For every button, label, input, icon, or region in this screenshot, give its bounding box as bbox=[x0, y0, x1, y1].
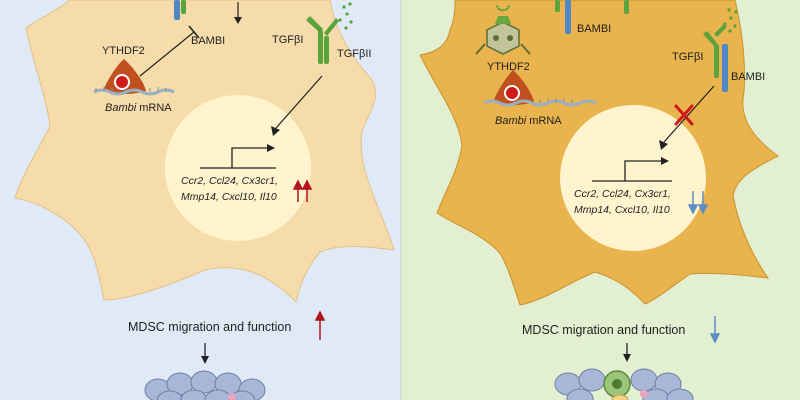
left-bambi-mrna bbox=[93, 88, 175, 96]
left-bambi-label: BAMBI bbox=[191, 35, 225, 47]
left-down-arrowhead bbox=[201, 356, 209, 364]
left-bambi-mrna-ticks bbox=[95, 87, 167, 92]
right-m6a-dot bbox=[504, 85, 520, 101]
left-signal-arrowhead bbox=[271, 126, 280, 136]
left-tgfb1-receptor bbox=[318, 30, 323, 64]
right-promoter-arrowhead bbox=[661, 157, 669, 165]
left-bambi-receptor-green bbox=[181, 0, 186, 14]
right-bambi-mrna-ticks bbox=[539, 98, 573, 103]
left-top-arrowhead bbox=[234, 17, 242, 24]
right-bambi-receptor-label: BAMBI bbox=[731, 71, 765, 83]
right-blocked-signal-arrow bbox=[663, 85, 715, 143]
right-genes-line1: Ccr2, Ccl24, Cx3cr1, bbox=[574, 188, 671, 200]
left-bambi-inhibition-bar bbox=[188, 25, 200, 39]
right-block-x bbox=[674, 104, 694, 126]
right-panel: BAMBI YTHDF2 Bambi mRNA TGFβI BAMBI Ccr2… bbox=[419, 0, 779, 400]
left-expression-up-arrows bbox=[292, 179, 313, 202]
right-ligand-complex bbox=[475, 4, 531, 55]
right-down-arrowhead bbox=[623, 354, 631, 362]
left-signal-arrow bbox=[275, 75, 323, 129]
left-outcome-label: MDSC migration and function bbox=[128, 320, 291, 334]
left-tumor-cluster bbox=[144, 370, 266, 400]
right-outcome-label: MDSC migration and function bbox=[522, 323, 685, 337]
left-tgfb1-label: TGFβI bbox=[272, 34, 303, 46]
right-top-receptor-stub bbox=[624, 0, 629, 14]
right-blocked-arrowhead bbox=[659, 140, 668, 150]
left-genes-line2: Mmp14, Cxcl10, Il10 bbox=[181, 191, 277, 203]
left-tgf-receptor-head bbox=[306, 16, 339, 36]
left-ythdf2-label: YTHDF2 bbox=[102, 45, 145, 57]
right-tgfb1-receptor bbox=[714, 44, 719, 78]
right-top-bambi-receptor bbox=[565, 0, 571, 34]
left-tgf-ligand-dots bbox=[338, 2, 353, 30]
right-bambi-mrna bbox=[483, 99, 597, 107]
right-tumor-yellow-cell bbox=[611, 394, 629, 400]
left-panel: BAMBI YTHDF2 Bambi mRNA TGFβI TGFβII Ccr… bbox=[14, 0, 395, 400]
right-top-green-receptor bbox=[555, 0, 560, 12]
right-mrna-label: Bambi mRNA bbox=[495, 115, 562, 127]
right-genes-line2: Mmp14, Cxcl10, Il10 bbox=[574, 204, 670, 216]
right-outcome-down-arrow bbox=[709, 316, 721, 344]
left-outcome-up-arrow bbox=[314, 310, 326, 340]
right-bambi-top-label: BAMBI bbox=[577, 23, 611, 35]
right-bambi-receptor bbox=[722, 44, 728, 92]
left-m6a-dot bbox=[114, 74, 130, 90]
left-tgfb2-label: TGFβII bbox=[337, 48, 371, 60]
left-mrna-label: Bambi mRNA bbox=[105, 102, 172, 114]
left-tumor-pink-cell bbox=[228, 393, 236, 400]
right-nucleus bbox=[560, 105, 706, 251]
left-genes-line1: Ccr2, Ccl24, Cx3cr1, bbox=[181, 175, 278, 187]
right-ythdf2-label: YTHDF2 bbox=[487, 61, 530, 73]
right-expression-down-arrows bbox=[687, 191, 709, 215]
left-promoter bbox=[200, 147, 276, 169]
right-tumor-pink-cell bbox=[640, 390, 648, 398]
right-tgfb1-label: TGFβI bbox=[672, 51, 703, 63]
right-promoter bbox=[592, 160, 672, 182]
left-bambi-receptor bbox=[174, 0, 180, 20]
left-tgfb2-receptor bbox=[324, 36, 329, 64]
right-mdsc-nucleus bbox=[612, 379, 622, 389]
left-promoter-arrowhead bbox=[267, 144, 275, 152]
left-bambi-inhibition bbox=[139, 31, 195, 77]
right-tgf-receptor-head bbox=[703, 24, 727, 46]
